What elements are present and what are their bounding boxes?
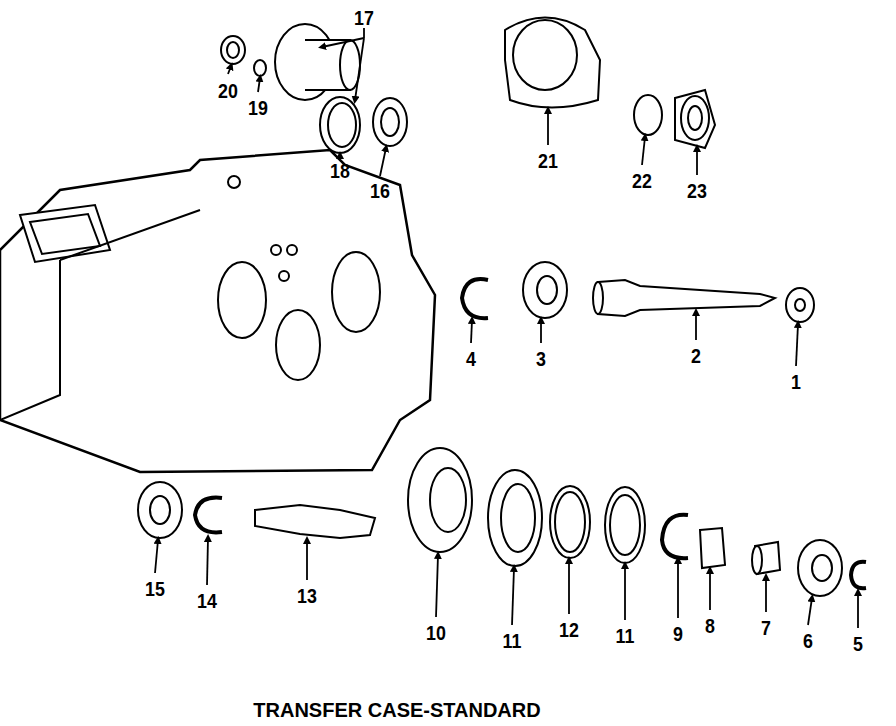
callout-number: 13 <box>297 585 317 606</box>
diagram-title: TRANSFER CASE-STANDARD <box>253 700 540 720</box>
callout-number: 11 <box>503 630 522 651</box>
callout-number: 20 <box>218 80 238 101</box>
callout-number: 7 <box>761 617 771 638</box>
callout-number: 17 <box>354 7 374 28</box>
callout-number: 2 <box>691 345 701 366</box>
callout-number: 21 <box>538 150 558 171</box>
callout-number: 6 <box>803 630 813 651</box>
callout-number: 19 <box>248 97 268 118</box>
callout-number: 22 <box>632 170 652 191</box>
callout-number: 16 <box>370 180 390 201</box>
callout-number: 18 <box>330 160 350 181</box>
callout-number: 11 <box>616 625 635 646</box>
callout-number: 9 <box>673 623 683 644</box>
callout-number: 15 <box>145 578 165 599</box>
callout-number: 3 <box>536 348 546 369</box>
callout-number: 5 <box>853 633 863 654</box>
callout-number: 8 <box>705 615 715 636</box>
callout-number: 4 <box>466 348 476 369</box>
callout-number: 12 <box>559 619 579 640</box>
callout-number: 23 <box>687 180 707 201</box>
callout-number: 1 <box>791 371 801 392</box>
callout-number: 10 <box>426 622 446 643</box>
callout-number: 14 <box>197 590 217 611</box>
